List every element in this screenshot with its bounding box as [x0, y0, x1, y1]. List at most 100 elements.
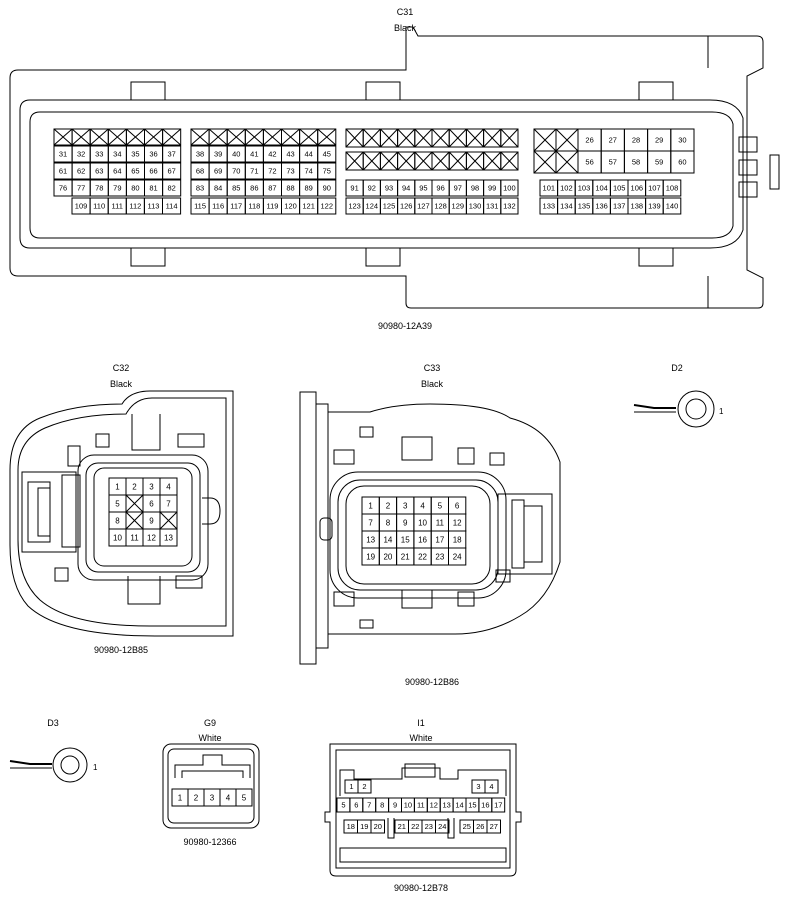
pin-number: 137 — [613, 202, 626, 211]
pin-cell: 19 — [357, 819, 372, 834]
pin-cell: 6 — [349, 797, 364, 813]
pin-number: 32 — [77, 150, 85, 159]
pin-number: 129 — [452, 202, 465, 211]
pin-cell: 1 — [344, 779, 359, 794]
pin-cell: 17 — [491, 797, 506, 813]
pin-number: 79 — [113, 184, 121, 193]
pin-cell: 87 — [262, 179, 282, 197]
pin-number: 40 — [232, 150, 240, 159]
pin-cell: 11 — [413, 797, 428, 813]
pin-cell: 2 — [378, 496, 398, 515]
blank-cavity — [107, 128, 127, 146]
pin-cell: 71 — [244, 162, 264, 180]
pin-cell: 124 — [362, 197, 381, 215]
pin-cell: 32 — [71, 145, 91, 163]
pin-cell: 20 — [370, 819, 385, 834]
pin-cell: 84 — [208, 179, 228, 197]
pin-cell: 7 — [362, 797, 377, 813]
blank-cavity — [483, 128, 502, 148]
blank-cavity — [345, 128, 364, 148]
pin-cell: 99 — [483, 179, 502, 197]
pin-number: 103 — [578, 184, 591, 193]
pin-number: 60 — [678, 158, 686, 167]
pin-cell: 69 — [208, 162, 228, 180]
pin-number: 9 — [393, 801, 397, 810]
pin-cell: 22 — [413, 547, 432, 566]
pin-number: 97 — [454, 184, 462, 193]
pin-number: 2 — [132, 482, 137, 491]
pin-cell: 21 — [396, 547, 415, 566]
pin-cell: 109 — [71, 197, 91, 215]
pin-cell: 33 — [89, 145, 109, 163]
pin-number: 10 — [418, 518, 427, 527]
c33-color: Black — [421, 379, 444, 389]
pin-number: 5 — [115, 499, 120, 508]
pin-cell: 5 — [235, 788, 253, 807]
pin-number: 136 — [595, 202, 608, 211]
pin-cell: 102 — [557, 179, 576, 197]
pin-cell: 132 — [500, 197, 519, 215]
pin-number: 22 — [418, 552, 427, 561]
pin-number: 41 — [250, 150, 258, 159]
pin-number: 71 — [250, 167, 258, 176]
pin-number: 76 — [59, 184, 67, 193]
pin-cell: 97 — [448, 179, 467, 197]
pin-cell: 12 — [426, 797, 441, 813]
pin-cell: 136 — [592, 197, 611, 215]
pin-cell: 3 — [142, 477, 161, 496]
pin-cell: 66 — [144, 162, 164, 180]
connector-d3: D3 1 — [9, 718, 98, 783]
pin-cell: 37 — [162, 145, 182, 163]
blank-cavity — [190, 128, 210, 146]
pin-number: 114 — [166, 202, 178, 211]
pin-cell: 36 — [144, 145, 164, 163]
pin-cell: 127 — [414, 197, 433, 215]
pin-cell: 77 — [71, 179, 91, 197]
pin-cell: 100 — [500, 179, 519, 197]
pin-number: 16 — [418, 535, 427, 544]
pin-cell: 10 — [413, 513, 432, 532]
pin-cell: 5 — [430, 496, 450, 515]
blank-cavity — [483, 151, 502, 171]
pin-cell: 92 — [362, 179, 381, 197]
pin-cell: 75 — [317, 162, 337, 180]
pin-number: 12 — [453, 518, 462, 527]
blank-cavity — [362, 128, 381, 148]
pin-number: 10 — [404, 801, 412, 810]
pin-number: 116 — [212, 202, 224, 211]
blank-cavity — [555, 128, 579, 152]
pin-cell: 86 — [244, 179, 264, 197]
pin-cell: 101 — [539, 179, 559, 197]
pin-number: 9 — [403, 518, 408, 527]
pin-number: 19 — [360, 822, 368, 831]
pin-cell: 38 — [190, 145, 210, 163]
pin-cell: 120 — [281, 197, 301, 215]
pin-number: 14 — [455, 801, 463, 810]
pin-cell: 4 — [219, 788, 237, 807]
pin-cell: 9 — [388, 797, 403, 813]
pin-number: 89 — [304, 184, 312, 193]
blank-cavity — [345, 151, 364, 171]
c31-color: Black — [394, 23, 417, 33]
pin-number: 62 — [77, 167, 85, 176]
pin-cell: 81 — [144, 179, 164, 197]
pin-cell: 19 — [361, 547, 380, 566]
pin-number: 80 — [131, 184, 139, 193]
pin-number: 84 — [214, 184, 222, 193]
pin-number: 134 — [560, 202, 573, 211]
pin-number: 59 — [655, 158, 663, 167]
i1-housing — [324, 743, 522, 877]
pin-cell: 105 — [609, 179, 629, 197]
pin-number: 86 — [250, 184, 258, 193]
pin-number: 24 — [438, 822, 446, 831]
pin-cell: 40 — [226, 145, 246, 163]
pin-cell: 16 — [478, 797, 493, 813]
pin-number: 9 — [149, 516, 154, 525]
pin-cell: 3 — [471, 779, 486, 794]
c33-id: C33 — [424, 363, 441, 373]
pin-cell: 27 — [486, 819, 501, 834]
pin-number: 82 — [167, 184, 175, 193]
